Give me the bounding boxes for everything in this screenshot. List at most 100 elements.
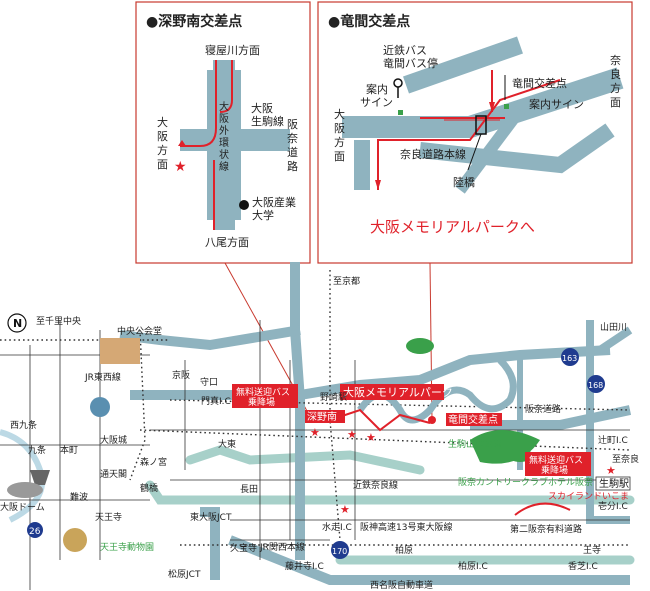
chuo-koukaido-label: 中央公会堂: [117, 325, 162, 337]
tsutenkaku-label: 通天閣: [100, 469, 127, 480]
nomura-label: 野崎駅: [320, 391, 347, 403]
ikoma-station-box: [595, 476, 631, 491]
moriguchi-ic-label: 門真I.C: [201, 395, 231, 407]
jr-tozai-label: JR東西線: [84, 371, 121, 383]
main-map: ★ ★ ★ ★ ★ 26 163 168 170 N 無料送迎バス 乗降場: [0, 262, 639, 591]
tatsuma-marker: [428, 416, 436, 424]
star-sumiyoshi: ★: [366, 431, 376, 444]
svg-text:状: 状: [219, 148, 229, 161]
chuo-koukaido-icon: [100, 338, 140, 364]
kinki-expwy-2: [200, 507, 220, 580]
mountain-road: [357, 357, 517, 424]
hanshin-13-label: 阪神高速13号東大阪線: [360, 521, 452, 533]
route-line: [180, 60, 217, 147]
local-roads: [0, 320, 630, 590]
kinki-expwy: [228, 535, 630, 585]
svg-text:無料送迎バス: 無料送迎バス: [529, 454, 583, 466]
svg-text:方: 方: [610, 81, 621, 95]
svg-text:大: 大: [334, 107, 345, 121]
svg-text:無料送迎バス: 無料送迎バス: [236, 386, 290, 398]
svg-text:大阪メモリアルパーク: 大阪メモリアルパーク: [343, 385, 453, 399]
inset-right-title: ●竜間交差点: [328, 13, 410, 30]
sign-marker-left: [398, 110, 403, 115]
matsubara-jct-label: 松原JCT: [168, 568, 201, 580]
jr-kansai-label: JR関西本線: [259, 541, 305, 553]
svg-text:竜間交差点: 竜間交差点: [448, 413, 498, 426]
skyland-label: スカイランドいこま: [548, 491, 629, 502]
svg-text:阪: 阪: [157, 129, 168, 143]
svg-text:線: 線: [219, 160, 229, 173]
mizuho-ic-label: 水走I.C: [322, 521, 352, 533]
tennoji-zoo-label: 天王寺動物園: [100, 541, 154, 553]
destination-label: 大阪メモリアルパークへ: [370, 218, 535, 236]
svg-text:大: 大: [219, 100, 229, 113]
svg-text:阪: 阪: [287, 117, 298, 131]
kujo-label: 九条: [28, 444, 46, 456]
memorial-park-callout: 大阪メモリアルパーク: [340, 384, 453, 400]
kashiba-ic-label: 香芝I.C: [568, 560, 598, 572]
free-bus-left-callout: 無料送迎バス 乗降場: [232, 384, 298, 408]
svg-text:奈: 奈: [287, 131, 298, 145]
route-line-right: [377, 79, 561, 190]
svg-text:良: 良: [610, 67, 621, 81]
university-label: 大阪産業大学: [252, 195, 296, 222]
bus-stop-label: 近鉄バス竜間バス停: [383, 43, 438, 70]
svg-text:深野南: 深野南: [307, 410, 337, 423]
south-label: 八尾方面: [205, 235, 249, 249]
naniwa-label: 難波: [70, 491, 88, 503]
svg-text:26: 26: [29, 527, 41, 537]
osaka-dome-label: 大阪ドーム: [0, 501, 45, 513]
fukanominami-callout: 深野南: [305, 410, 345, 423]
nara-road-main: [342, 67, 624, 138]
svg-text:168: 168: [588, 381, 603, 390]
star-yoshida: ★: [340, 503, 350, 516]
star-icon: ★: [174, 159, 187, 175]
senri-label: 至千里中央: [36, 315, 81, 327]
svg-text:外: 外: [219, 125, 229, 137]
svg-text:N: N: [13, 317, 22, 330]
svg-text:面: 面: [157, 158, 168, 171]
svg-text:面: 面: [610, 96, 621, 109]
tennoji-label: 天王寺: [95, 512, 122, 523]
svg-text:路: 路: [287, 160, 298, 173]
higashi-osaka-jct-label: 東大阪JCT: [190, 511, 232, 523]
kashiwara-label: 柏原: [395, 544, 413, 556]
kintetsu-band: [185, 445, 425, 475]
to-nara-label: 至奈良: [612, 453, 639, 465]
university-marker: [239, 200, 249, 210]
svg-text:道: 道: [287, 145, 298, 159]
hanna-road-label: 阪奈道路: [525, 403, 561, 415]
svg-text:奈: 奈: [610, 53, 621, 67]
keihan-label: 京阪: [172, 369, 190, 381]
shield-26: 26: [27, 522, 43, 538]
daini-hanna-label: 第二阪奈有料道路: [510, 523, 582, 535]
svg-text:乗降場: 乗降場: [541, 464, 568, 476]
jr-gakkentoshi-line: [329, 270, 341, 541]
to-kyoto-label: 至京都: [333, 275, 360, 287]
star-nomura: ★: [347, 428, 357, 441]
svg-text:方: 方: [334, 135, 345, 149]
route-main: [329, 408, 431, 432]
osaka-castle-icon: [90, 397, 110, 417]
shield-168: 168: [587, 375, 605, 393]
jr-loop-line: [129, 329, 146, 481]
kintetsu-nara-line: [139, 429, 631, 451]
intersection-label: 竜間交差点: [512, 76, 567, 90]
country-club-label: 阪奈カントリークラブホテル阪奈: [458, 476, 593, 488]
nishikujo-label: 西九条: [10, 419, 37, 431]
ring-road-main: [290, 262, 305, 560]
shield-170: 170: [331, 541, 349, 559]
star-fukano: ★: [310, 426, 320, 439]
svg-text:大: 大: [157, 115, 168, 129]
tsuruhashi-label: 鶴橋: [140, 482, 158, 494]
north-arrow-icon: N: [7, 313, 27, 333]
hanshin-13-route: [145, 480, 635, 505]
guide-sign-right: 案内サイン: [529, 97, 584, 111]
skyland-icon: [514, 502, 571, 516]
svg-text:170: 170: [332, 547, 347, 556]
osaka-castle-label: 大阪城: [100, 434, 127, 446]
